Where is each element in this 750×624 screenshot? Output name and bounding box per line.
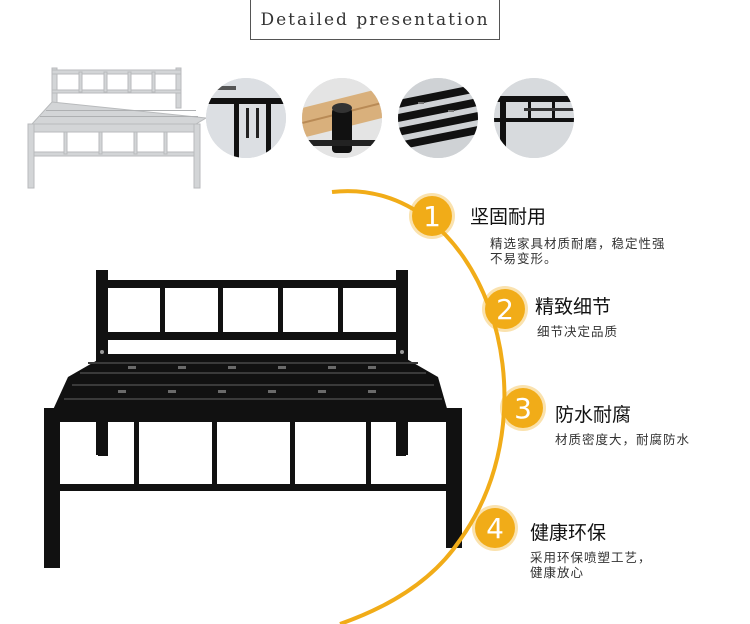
detail-thumb-wood-slat [302,78,382,158]
feature-2-desc: 细节决定品质 [537,324,619,339]
feature-2-badge: 2 [485,289,525,329]
detail-thumb-slats [398,78,478,158]
feature-4-desc: 采用环保喷塑工艺， 健康放心 [530,550,652,580]
feature-1-desc: 精选家具材质耐磨，稳定性强 不易变形。 [490,236,666,266]
feature-4-title: 健康环保 [530,522,607,544]
feature-3-badge: 3 [503,388,543,428]
section-title-box: Detailed presentation [250,0,500,40]
feature-3-desc: 材质密度大，耐腐防水 [555,432,691,447]
feature-1-title: 坚固耐用 [470,206,547,228]
feature-3-title: 防水耐腐 [555,404,632,426]
detail-thumb-corner [494,78,574,158]
feature-1-badge: 1 [412,196,452,236]
section-title: Detailed presentation [260,9,490,30]
detail-thumb-frame [206,78,286,158]
feature-2-title: 精致细节 [535,296,612,318]
bed-main-image [44,270,462,568]
feature-4-badge: 4 [475,508,515,548]
bed-thumbnail-grey [27,67,206,189]
